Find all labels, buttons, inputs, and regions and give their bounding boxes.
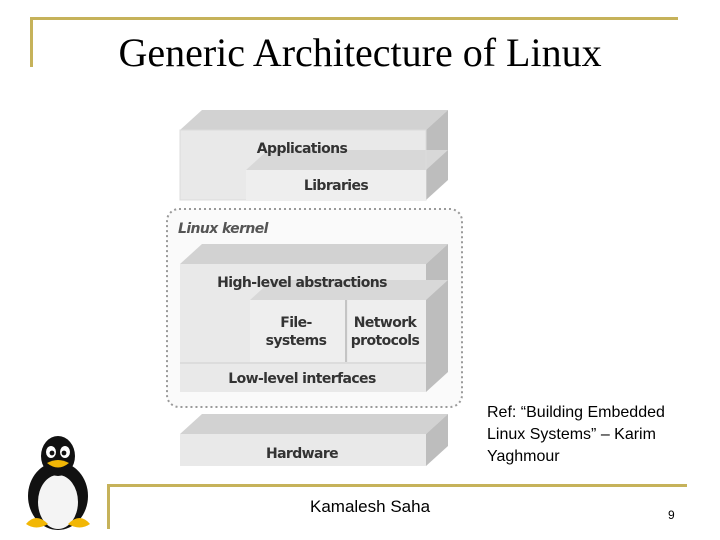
bottom-accent-line [107, 484, 687, 487]
libraries-label: Libraries [304, 178, 368, 194]
bottom-accent-bar [107, 484, 110, 529]
author-name: Kamalesh Saha [310, 497, 431, 516]
network-label-line2: protocols [351, 333, 420, 349]
tux-penguin-icon [26, 436, 90, 530]
applications-label: Applications [257, 141, 348, 157]
network-label-line1: Network [354, 315, 418, 331]
filesystems-label-line2: systems [266, 333, 327, 349]
reference-note: Ref: “Building Embedded Linux Systems” –… [487, 404, 665, 465]
top-accent-line [30, 17, 678, 20]
slide-title: Generic Architecture of Linux [118, 30, 602, 75]
layer-low-level: Low-level interfaces [180, 362, 426, 392]
layer-libraries: Libraries [246, 170, 426, 200]
layer-network: Network protocols [348, 300, 426, 362]
top-accent-bar [30, 17, 33, 67]
low-level-label: Low-level interfaces [228, 371, 376, 387]
page-number: 9 [668, 508, 675, 522]
hardware-label: Hardware [266, 446, 338, 462]
kernel-label: Linux kernel [178, 221, 269, 237]
layer-filesystems: File- systems [250, 300, 347, 362]
filesystems-label-line1: File- [280, 315, 312, 331]
layer-hardware: Hardware [180, 414, 448, 466]
high-level-label: High-level abstractions [217, 275, 387, 291]
